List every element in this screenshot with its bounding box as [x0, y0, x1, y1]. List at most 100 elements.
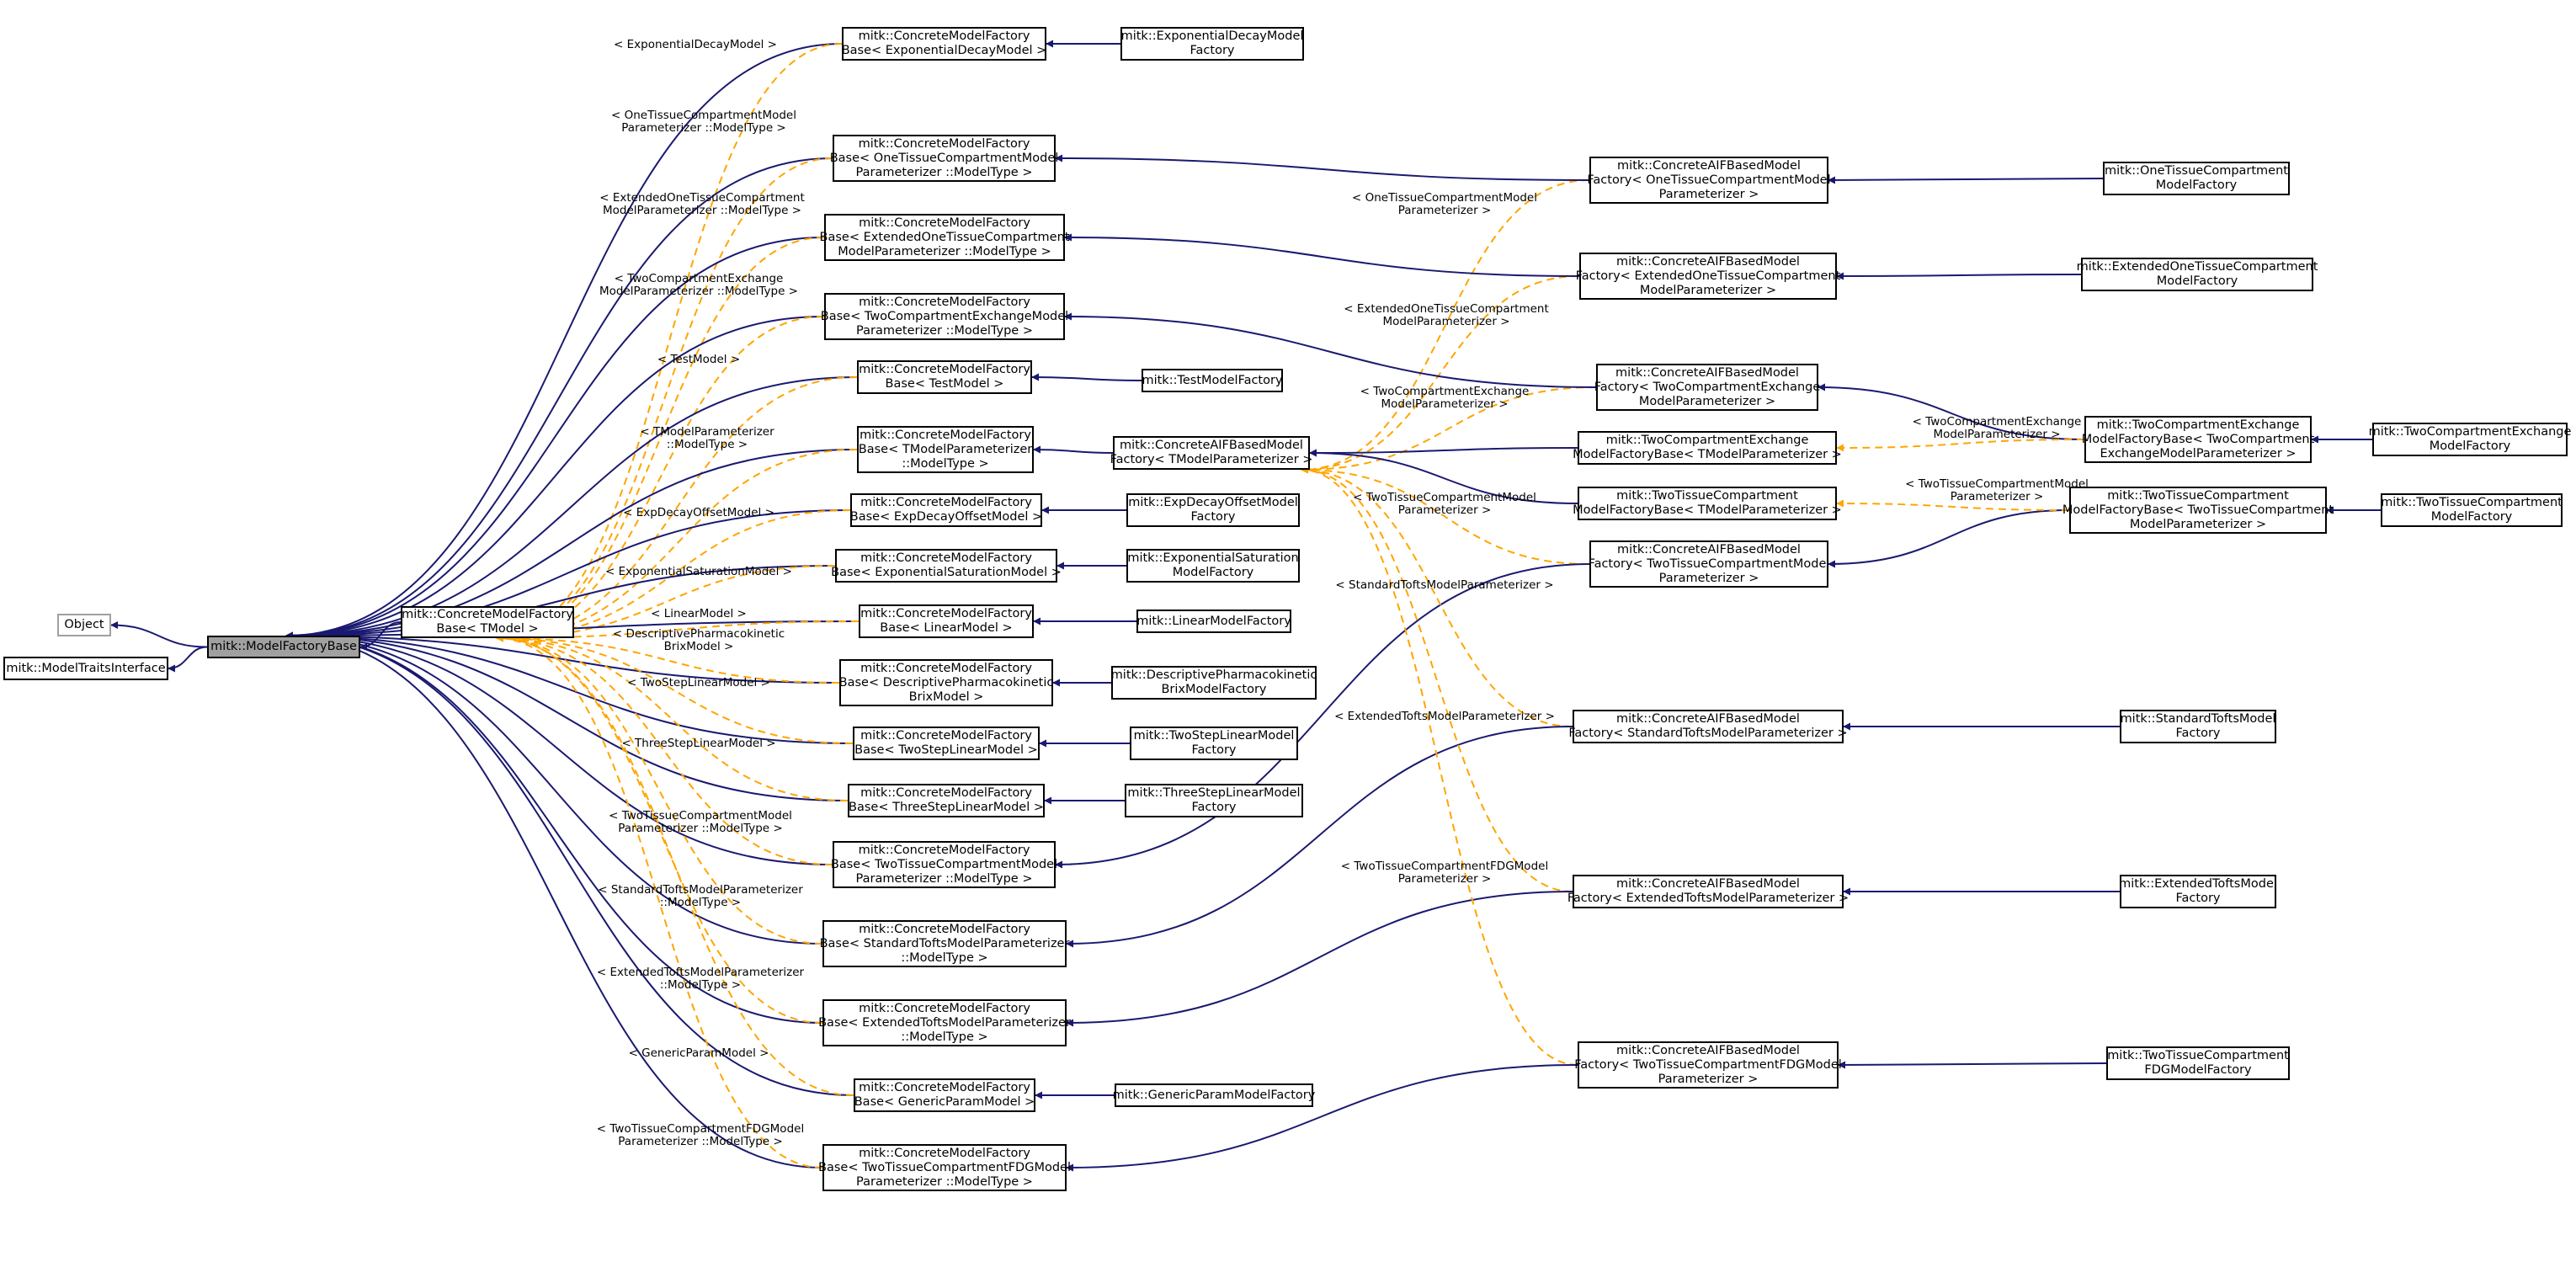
edge-label-la-twoex: < TwoCompartmentExchange ModelParameteri…: [1360, 385, 1530, 411]
class-node-traits[interactable]: mitk::ModelTraitsInterface: [3, 657, 168, 680]
class-node-f-test[interactable]: mitk::TestModelFactory: [1142, 369, 1283, 392]
class-node-object[interactable]: Object: [57, 614, 111, 636]
class-node-f-twostep[interactable]: mitk::TwoStepLinearModel Factory: [1130, 727, 1298, 760]
class-node-c-twotis[interactable]: mitk::ConcreteModelFactory Base< TwoTiss…: [831, 841, 1057, 888]
class-node-c-extt[interactable]: mitk::ConcreteModelFactory Base< Extende…: [818, 999, 1071, 1046]
edge-f_test-c_test: [1031, 373, 1142, 381]
class-node-a-std[interactable]: mitk::ConcreteAIFBasedModel Factory< Sta…: [1568, 710, 1848, 743]
edge-label-la-one: < OneTissueCompartmentModel Parameterize…: [1352, 191, 1537, 217]
class-node-c-test[interactable]: mitk::ConcreteModelFactory Base< TestMod…: [857, 360, 1032, 394]
class-node-c-lin[interactable]: mitk::ConcreteModelFactory Base< LinearM…: [859, 604, 1034, 638]
edge-c_exp-cmf: [496, 43, 843, 642]
class-node-a-extt[interactable]: mitk::ConcreteAIFBasedModel Factory< Ext…: [1567, 875, 1849, 908]
class-node-f-fdg[interactable]: mitk::TwoTissueCompartment FDGModelFacto…: [2106, 1046, 2290, 1080]
edge-label-lb-twotis: < TwoTissueCompartmentModel Parameterize…: [1905, 477, 2089, 503]
edge-c_threestep-base: [285, 631, 849, 801]
edge-a_twotis-c_twotis: [1055, 563, 1590, 869]
class-node-f-gen[interactable]: mitk::GenericParamModelFactory: [1113, 1083, 1315, 1107]
class-node-a-fdg[interactable]: mitk::ConcreteAIFBasedModel Factory< Two…: [1574, 1041, 1842, 1089]
edge-c_gen-cmf: [496, 634, 854, 1096]
class-node-f-expoff[interactable]: mitk::ExpDecayOffsetModel Factory: [1126, 493, 1300, 527]
class-node-c-one[interactable]: mitk::ConcreteModelFactory Base< OneTiss…: [830, 135, 1058, 182]
class-node-cmf[interactable]: mitk::ConcreteModelFactory Base< TModel …: [401, 606, 574, 638]
edge-a_one-aif: [1301, 179, 1590, 474]
edge-c_fdg-cmf: [496, 634, 823, 1169]
edge-label-l-expoff: < ExpDecayOffsetModel >: [623, 506, 774, 519]
edge-label-l-ext1: < ExtendedOneTissueCompartment ModelPara…: [599, 191, 805, 217]
edge-b_twotis-aif: [1309, 449, 1578, 504]
edge-c_threestep-cmf: [496, 634, 849, 801]
edge-bb_twoex-b_twoex: [1836, 439, 2085, 452]
edge-label-la-twotis: < TwoTissueCompartmentModel Parameterize…: [1353, 491, 1536, 517]
edge-c_fdg-base: [285, 631, 823, 1169]
edge-label-la-fdg: < TwoTissueCompartmentFDGModel Parameter…: [1340, 860, 1549, 886]
edge-label-l-fdg: < TwoTissueCompartmentFDGModel Parameter…: [596, 1122, 805, 1148]
edge-label-lb-twoex: < TwoCompartmentExchange ModelParameteri…: [1912, 415, 2082, 441]
class-node-c-gen[interactable]: mitk::ConcreteModelFactory Base< Generic…: [854, 1078, 1035, 1112]
class-node-c-exp[interactable]: mitk::ConcreteModelFactory Base< Exponen…: [842, 27, 1046, 61]
class-node-f-twotis[interactable]: mitk::TwoTissueCompartment ModelFactory: [2381, 493, 2563, 527]
edge-label-l-test: < TestModel >: [657, 353, 741, 366]
edge-label-l-one: < OneTissueCompartmentModel Parameterize…: [611, 109, 796, 135]
edge-bb_twoex-a_twoex: [1818, 383, 2085, 440]
edge-a_extt-c_extt: [1066, 891, 1573, 1027]
class-node-aif[interactable]: mitk::ConcreteAIFBasedModel Factory< TMo…: [1110, 436, 1312, 470]
edge-c_twostep-base: [285, 631, 854, 744]
edge-base-traits: [168, 646, 208, 673]
edge-a_fdg-c_fdg: [1066, 1064, 1578, 1172]
edge-c_twotis-cmf: [496, 634, 833, 865]
edge-c_tmp-base: [285, 449, 858, 640]
class-node-c-fdg[interactable]: mitk::ConcreteModelFactory Base< TwoTiss…: [818, 1144, 1071, 1191]
class-node-a-one[interactable]: mitk::ConcreteAIFBasedModel Factory< One…: [1587, 157, 1831, 204]
edge-a_std-c_std: [1066, 726, 1573, 948]
class-node-c-twoex[interactable]: mitk::ConcreteModelFactory Base< TwoComp…: [821, 293, 1068, 340]
edge-aif-c_tmp: [1033, 445, 1114, 454]
class-node-c-twostep[interactable]: mitk::ConcreteModelFactory Base< TwoStep…: [853, 727, 1040, 760]
class-node-f-desc[interactable]: mitk::DescriptivePharmacokinetic BrixMod…: [1111, 666, 1317, 700]
edge-label-la-std: < StandardToftsModelParameterizer >: [1335, 578, 1554, 592]
class-node-c-std[interactable]: mitk::ConcreteModelFactory Base< Standar…: [820, 920, 1069, 967]
class-node-bb-twotis[interactable]: mitk::TwoTissueCompartment ModelFactoryB…: [2062, 487, 2334, 534]
edge-a_one-c_one: [1055, 154, 1590, 181]
class-node-f-ext1[interactable]: mitk::ExtendedOneTissueCompartment Model…: [2077, 258, 2318, 291]
class-node-bb-twoex[interactable]: mitk::TwoCompartmentExchange ModelFactor…: [2082, 416, 2314, 463]
edge-c_gen-base: [285, 631, 854, 1096]
edge-c_twoex-base: [285, 316, 825, 640]
edge-a_std-aif: [1301, 466, 1573, 727]
class-node-c-threestep[interactable]: mitk::ConcreteModelFactory Base< ThreeSt…: [848, 784, 1045, 817]
edge-a_fdg-aif: [1301, 466, 1578, 1066]
class-node-base[interactable]: mitk::ModelFactoryBase: [207, 636, 360, 658]
class-node-b-twotis[interactable]: mitk::TwoTissueCompartment ModelFactoryB…: [1573, 487, 1842, 520]
class-node-b-twoex[interactable]: mitk::TwoCompartmentExchange ModelFactor…: [1573, 431, 1842, 465]
edge-c_expsat-base: [285, 565, 836, 640]
class-node-c-desc[interactable]: mitk::ConcreteModelFactory Base< Descrip…: [839, 659, 1053, 706]
edge-label-l-std: < StandardToftsModelParameterizer ::Mode…: [598, 883, 803, 909]
class-node-f-expsat[interactable]: mitk::ExponentialSaturation ModelFactory: [1126, 549, 1300, 583]
edge-bb_twotis-b_twotis: [1836, 499, 2070, 511]
class-node-f-one[interactable]: mitk::OneTissueCompartment ModelFactory: [2103, 162, 2290, 195]
class-node-f-exp[interactable]: mitk::ExponentialDecayModel Factory: [1120, 27, 1304, 61]
edge-label-l-exp: < ExponentialDecayModel >: [614, 38, 777, 51]
edge-c_ext1-base: [285, 237, 825, 640]
edge-c_desc-cmf: [496, 634, 840, 684]
edge-c_extt-cmf: [496, 634, 823, 1024]
edge-c_std-base: [285, 631, 823, 945]
class-node-c-tmp[interactable]: mitk::ConcreteModelFactory Base< TModelP…: [857, 426, 1034, 473]
edge-a_twoex-c_twoex: [1064, 312, 1597, 388]
edge-a_twotis-aif: [1301, 466, 1590, 565]
class-node-c-expoff[interactable]: mitk::ConcreteModelFactory Base< ExpDeca…: [850, 493, 1042, 527]
edge-c_std-cmf: [496, 634, 823, 945]
class-node-c-ext1[interactable]: mitk::ConcreteModelFactory Base< Extende…: [820, 214, 1069, 261]
edge-bb_twotis-a_twotis: [1828, 509, 2070, 568]
edge-label-l-lin: < LinearModel >: [651, 607, 747, 620]
class-node-f-twoex[interactable]: mitk::TwoCompartmentExchange ModelFactor…: [2369, 423, 2571, 456]
class-node-f-lin[interactable]: mitk::LinearModelFactory: [1136, 610, 1291, 633]
edge-f_one-a_one: [1828, 176, 2104, 184]
class-node-c-expsat[interactable]: mitk::ConcreteModelFactory Base< Exponen…: [831, 549, 1062, 583]
class-node-a-twoex[interactable]: mitk::ConcreteAIFBasedModel Factory< Two…: [1594, 364, 1820, 411]
class-node-f-threestep[interactable]: mitk::ThreeStepLinearModel Factory: [1125, 784, 1303, 817]
class-node-f-extt[interactable]: mitk::ExtendedToftsModel Factory: [2119, 875, 2277, 908]
class-node-f-std[interactable]: mitk::StandardToftsModel Factory: [2120, 710, 2276, 743]
class-node-a-twotis[interactable]: mitk::ConcreteAIFBasedModel Factory< Two…: [1589, 540, 1829, 588]
class-node-a-ext1[interactable]: mitk::ConcreteAIFBasedModel Factory< Ext…: [1576, 253, 1840, 300]
